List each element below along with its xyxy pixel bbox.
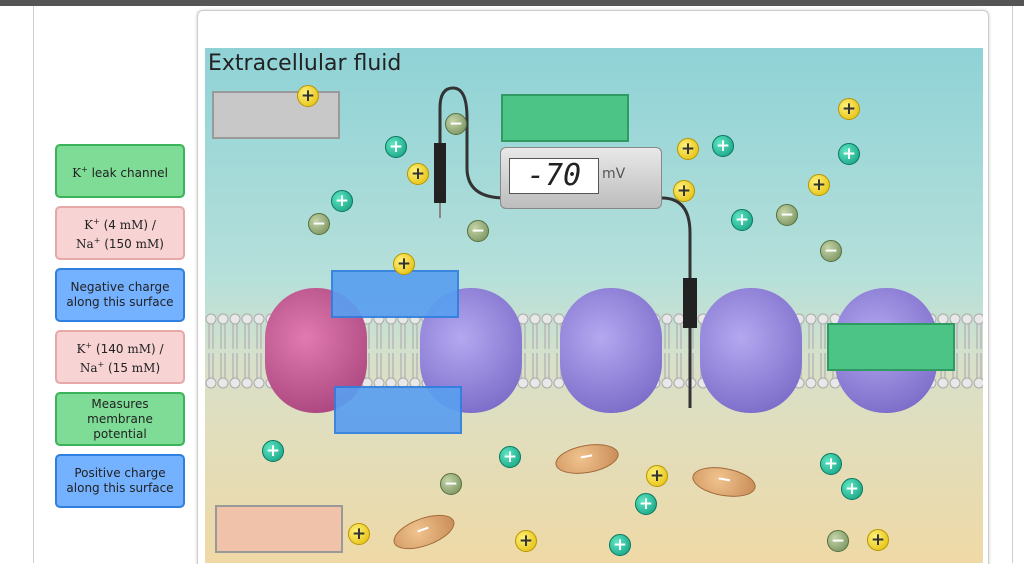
anion: − bbox=[440, 473, 462, 495]
cation-teal: + bbox=[331, 190, 353, 212]
anion: − bbox=[308, 213, 330, 235]
voltmeter-display: -70 bbox=[509, 158, 599, 194]
cation-teal: + bbox=[385, 136, 407, 158]
label-positive-charge-text: Positive charge along this surface bbox=[66, 466, 174, 495]
label-k-leak-channel[interactable]: K+ leak channel bbox=[55, 144, 185, 198]
label-measures-potential[interactable]: Measures membrane potential bbox=[55, 392, 185, 446]
cation-teal: + bbox=[841, 478, 863, 500]
cation-teal: + bbox=[262, 440, 284, 462]
cation-teal: + bbox=[731, 209, 753, 231]
dropzone-outer-surface-charge[interactable] bbox=[331, 270, 459, 318]
membrane-protein-2 bbox=[560, 288, 662, 413]
label-negative-charge[interactable]: Negative charge along this surface bbox=[55, 268, 185, 322]
cation-yellow: + bbox=[407, 163, 429, 185]
dropzone-extracellular-concentration[interactable] bbox=[212, 91, 340, 139]
anion: − bbox=[776, 204, 798, 226]
cation-teal: + bbox=[635, 493, 657, 515]
panel-divider-right bbox=[1012, 6, 1013, 563]
scene-title: Extracellular fluid bbox=[208, 51, 402, 76]
dropzone-inner-surface-charge[interactable] bbox=[334, 386, 462, 434]
voltmeter-unit: mV bbox=[602, 166, 626, 182]
membrane-scene: Extracellular fluid -70 mV bbox=[205, 48, 983, 563]
anionic-protein: − bbox=[690, 462, 758, 502]
anion: − bbox=[445, 113, 467, 135]
cation-teal: + bbox=[499, 446, 521, 468]
label-k-leak-channel-text: K+ leak channel bbox=[72, 164, 168, 180]
cation-teal: + bbox=[820, 453, 842, 475]
cation-teal: + bbox=[838, 143, 860, 165]
window-top-bar bbox=[0, 0, 1024, 6]
label-positive-charge[interactable]: Positive charge along this surface bbox=[55, 454, 185, 508]
anionic-protein: − bbox=[389, 507, 459, 557]
membrane-protein-3 bbox=[700, 288, 802, 413]
cation-yellow: + bbox=[393, 253, 415, 275]
cation-teal: + bbox=[712, 135, 734, 157]
cation-yellow: + bbox=[297, 85, 319, 107]
dropzone-channel-label[interactable] bbox=[827, 323, 955, 371]
label-k140-na15-text: K+ (140 mM) / Na+ (15 mM) bbox=[76, 341, 164, 375]
cation-yellow: + bbox=[677, 138, 699, 160]
label-k140-na15[interactable]: K+ (140 mM) / Na+ (15 mM) bbox=[55, 330, 185, 384]
cation-yellow: + bbox=[673, 180, 695, 202]
panel-divider-left bbox=[33, 6, 34, 563]
cation-yellow: + bbox=[808, 174, 830, 196]
label-k4-na150-text: K+ (4 mM) / Na+ (150 mM) bbox=[76, 217, 164, 251]
anion: − bbox=[467, 220, 489, 242]
anion: − bbox=[827, 530, 849, 552]
cation-yellow: + bbox=[348, 523, 370, 545]
cation-yellow: + bbox=[646, 465, 668, 487]
anionic-protein: − bbox=[553, 439, 621, 479]
cation-yellow: + bbox=[838, 98, 860, 120]
cation-yellow: + bbox=[515, 530, 537, 552]
voltmeter: -70 mV bbox=[500, 147, 662, 209]
label-measures-potential-text: Measures membrane potential bbox=[87, 396, 153, 441]
dropzone-intracellular-concentration[interactable] bbox=[215, 505, 343, 553]
cation-teal: + bbox=[609, 534, 631, 556]
anion: − bbox=[820, 240, 842, 262]
dropzone-voltmeter-label[interactable] bbox=[501, 94, 629, 142]
label-k4-na150[interactable]: K+ (4 mM) / Na+ (150 mM) bbox=[55, 206, 185, 260]
cation-yellow: + bbox=[867, 529, 889, 551]
label-negative-charge-text: Negative charge along this surface bbox=[66, 280, 174, 309]
electrode-wires bbox=[434, 86, 697, 408]
